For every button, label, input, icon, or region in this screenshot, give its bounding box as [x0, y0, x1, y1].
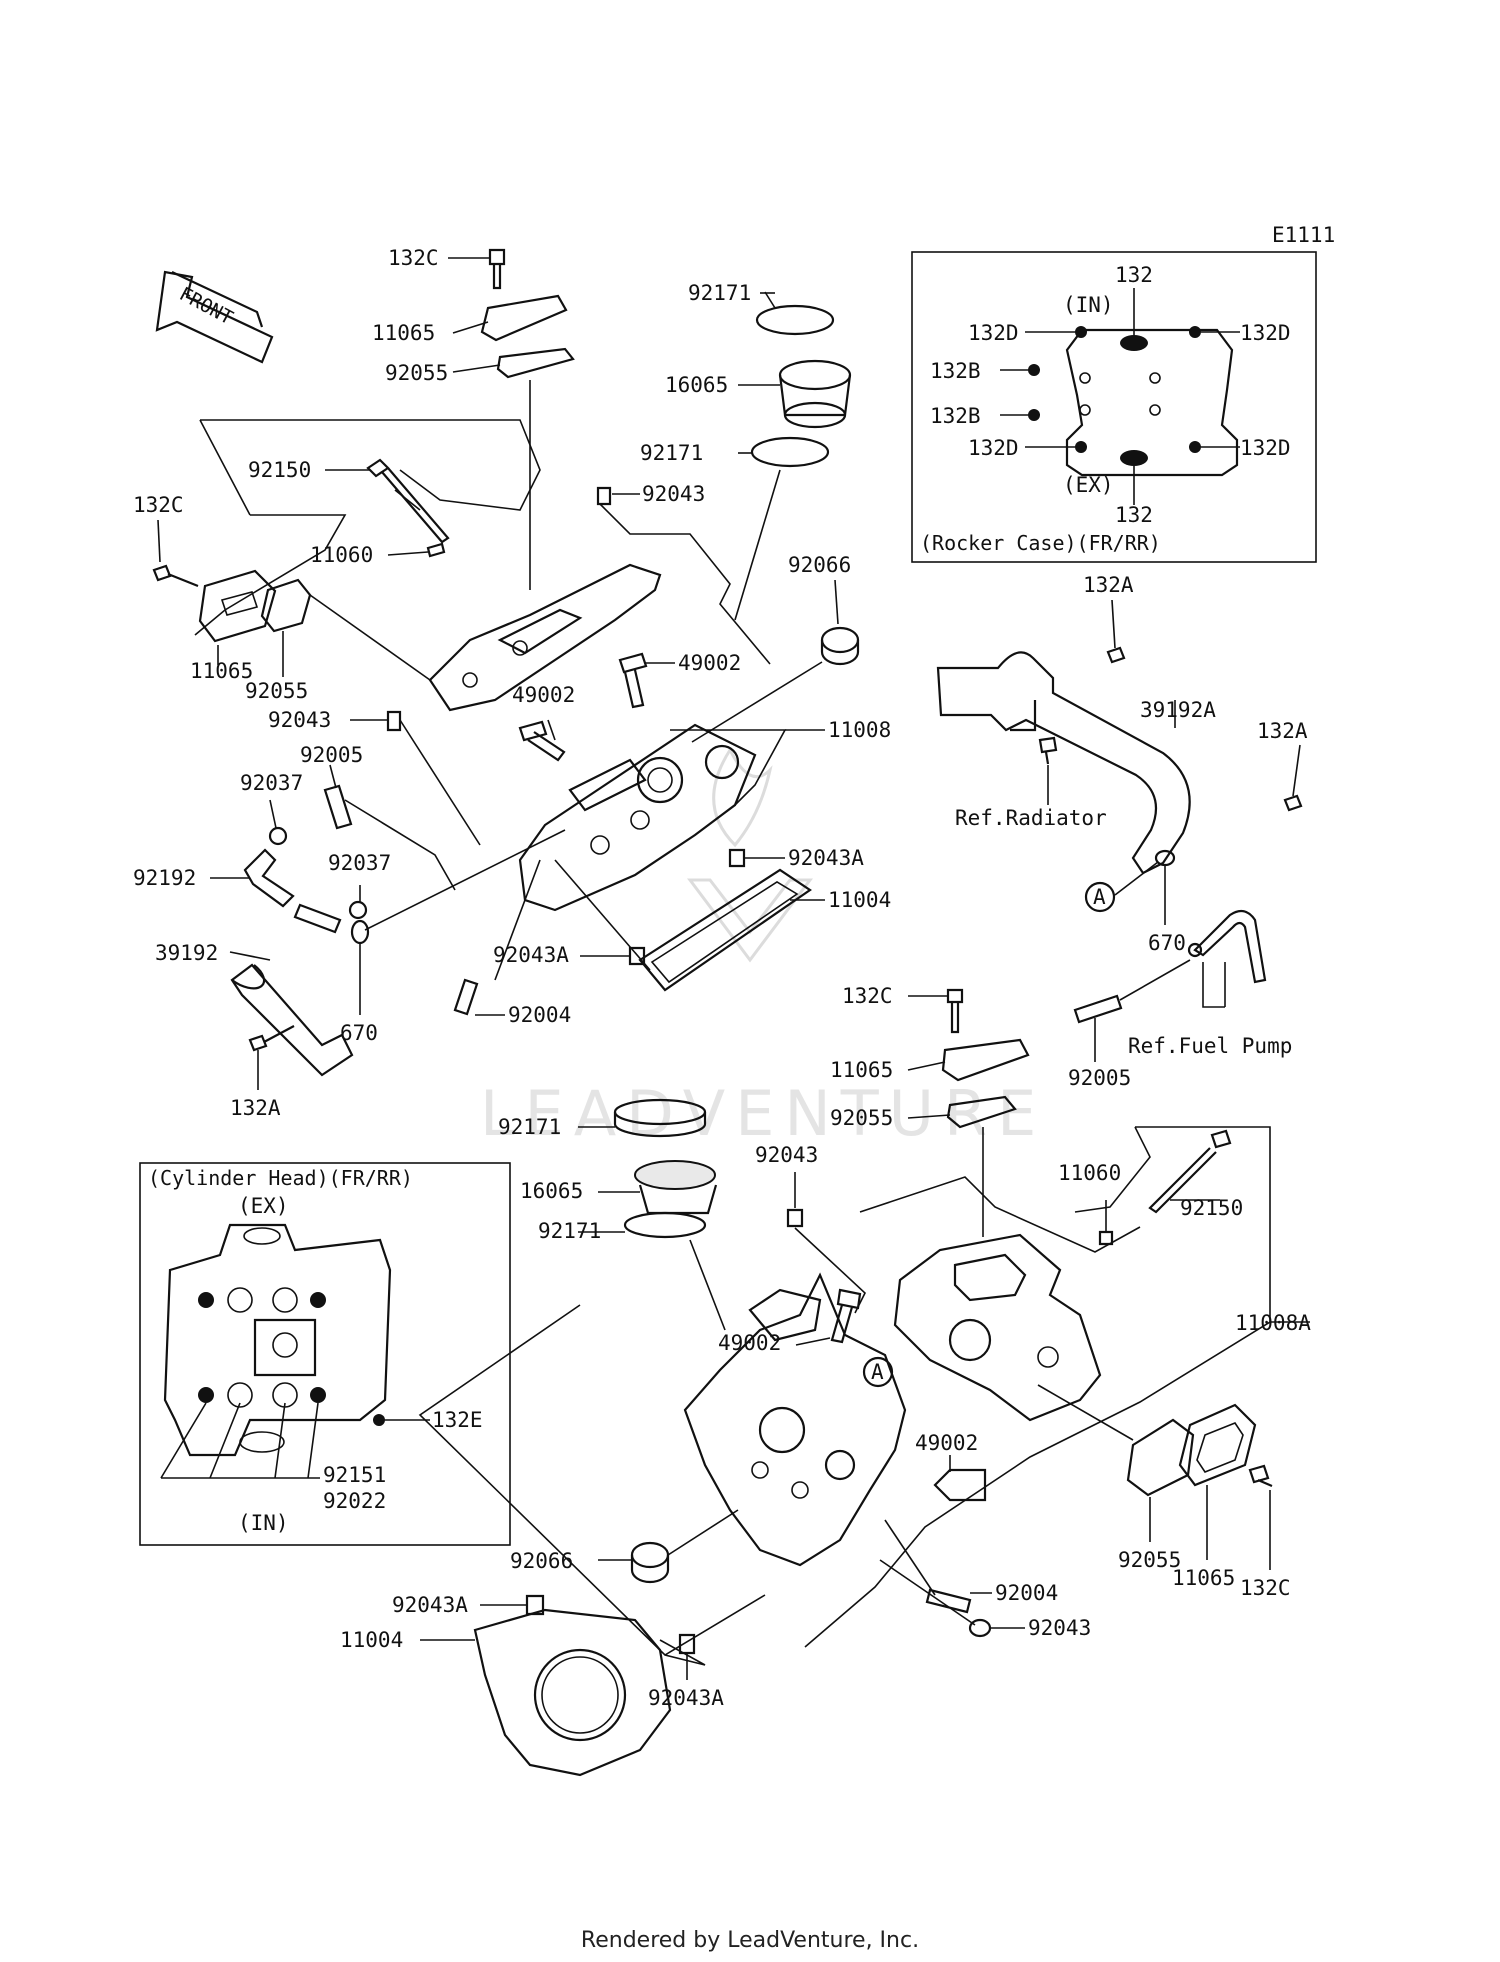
callout-132c-left: 132C — [133, 493, 184, 517]
callout-132c-top: 132C — [388, 246, 439, 270]
rocker-label-132d-2: 132D — [1240, 321, 1291, 345]
water-pipe-parts: 132A 39192A 132A Ref.Radiator A 670 Ref.… — [936, 573, 1308, 1090]
cylinder-head-label-92151: 92151 — [323, 1463, 386, 1487]
callout-92043a-lower-1: 92043A — [392, 1593, 468, 1617]
callout-49002-lower: 49002 — [718, 1331, 781, 1355]
callout-92043-lower-right: 92043 — [1028, 1616, 1091, 1640]
rocker-label-132b-2: 132B — [930, 404, 981, 428]
callout-92004-top: 92004 — [508, 1003, 571, 1027]
callout-92192: 92192 — [133, 866, 196, 890]
callout-92005-right: 92005 — [1068, 1066, 1131, 1090]
watermark-logo: LEADVENTURE — [480, 746, 1046, 1150]
front-arrow-label: FRONT — [176, 283, 237, 329]
callout-92043-lower: 92043 — [755, 1143, 818, 1167]
callout-ref-radiator: Ref.Radiator — [955, 806, 1107, 830]
callout-11065-lower-right: 11065 — [1172, 1566, 1235, 1590]
diagram-code: E1111 — [1272, 223, 1335, 247]
callout-16065-lower: 16065 — [520, 1179, 583, 1203]
rocker-label-132d-3: 132D — [968, 436, 1019, 460]
callout-132c-lower: 132C — [842, 984, 893, 1008]
callout-11004-top: 11004 — [828, 888, 891, 912]
callout-92066-lower: 92066 — [510, 1549, 573, 1573]
callout-92043-top: 92043 — [642, 482, 705, 506]
rocker-case-title: (Rocker Case)(FR/RR) — [920, 531, 1161, 555]
callout-11060-top: 11060 — [310, 543, 373, 567]
callout-92055-lower: 92055 — [830, 1106, 893, 1130]
rocker-label-in: (IN) — [1063, 293, 1114, 317]
callout-92037-right: 92037 — [328, 851, 391, 875]
callout-39192: 39192 — [155, 941, 218, 965]
callout-92171-lower-1: 92171 — [498, 1115, 561, 1139]
callout-11004-lower: 11004 — [340, 1628, 403, 1652]
callout-92150-top: 92150 — [248, 458, 311, 482]
cylinder-head-label-in: (IN) — [238, 1511, 289, 1535]
callout-49002-left: 49002 — [512, 683, 575, 707]
callout-a-lower: A — [871, 1360, 884, 1384]
lower-assembly-parts: 132C 11065 92055 92171 16065 92171 92043… — [340, 984, 1311, 1777]
rocker-case-inset: 132 (IN) 132D 132D 132B 132B 132D 132D (… — [911, 251, 1317, 563]
callout-ref-fuel-pump: Ref.Fuel Pump — [1128, 1034, 1292, 1058]
rocker-label-ex: (EX) — [1063, 473, 1114, 497]
rocker-label-132d-4: 132D — [1240, 436, 1291, 460]
callout-92066-top: 92066 — [788, 553, 851, 577]
callout-670-right: 670 — [1148, 931, 1186, 955]
watermark-text: LEADVENTURE — [480, 1077, 1046, 1150]
footer-credit: Rendered by LeadVenture, Inc. — [580, 1928, 920, 1953]
callout-11008: 11008 — [828, 718, 891, 742]
callout-92043a-left: 92043A — [493, 943, 569, 967]
callout-11008a: 11008A — [1235, 1311, 1311, 1335]
rocker-label-132-top: 132 — [1115, 263, 1153, 287]
callout-670-left: 670 — [340, 1021, 378, 1045]
cylinder-head-label-132e: 132E — [432, 1408, 483, 1432]
callout-16065-top: 16065 — [665, 373, 728, 397]
cylinder-head-title: (Cylinder Head)(FR/RR) — [148, 1166, 413, 1190]
callout-a-right: A — [1093, 885, 1106, 909]
callout-92055-left: 92055 — [245, 679, 308, 703]
cylinder-head-label-ex: (EX) — [238, 1194, 289, 1218]
callout-132a-right: 132A — [1257, 719, 1308, 743]
callout-132a-left: 132A — [230, 1096, 281, 1120]
callout-11060-lower: 11060 — [1058, 1161, 1121, 1185]
callout-92005-top: 92005 — [300, 743, 363, 767]
callout-49002-right: 49002 — [915, 1431, 978, 1455]
callout-11065-lower: 11065 — [830, 1058, 893, 1082]
callout-11065-top: 11065 — [372, 321, 435, 345]
callout-92171-lower-2: 92171 — [538, 1219, 601, 1243]
callout-92043a-lower-2: 92043A — [648, 1686, 724, 1710]
callout-132a-top: 132A — [1083, 573, 1134, 597]
callout-49002-top: 49002 — [678, 651, 741, 675]
callout-92037-left: 92037 — [240, 771, 303, 795]
callout-92055-top: 92055 — [385, 361, 448, 385]
callout-92171-top: 92171 — [688, 281, 751, 305]
callout-92004-lower: 92004 — [995, 1581, 1058, 1605]
callout-92150-lower: 92150 — [1180, 1196, 1243, 1220]
callout-92043-left: 92043 — [268, 708, 331, 732]
reference-a-marker-right — [1084, 881, 1116, 913]
front-arrow-icon: FRONT — [155, 270, 274, 364]
callout-11065-left: 11065 — [190, 659, 253, 683]
callout-92171-mid: 92171 — [640, 441, 703, 465]
rocker-label-132b-1: 132B — [930, 359, 981, 383]
upper-assembly-parts: 132C 11065 92055 92150 132C 11060 11065 … — [133, 246, 891, 1120]
rocker-label-132d-1: 132D — [968, 321, 1019, 345]
rocker-label-132-bottom: 132 — [1115, 503, 1153, 527]
cylinder-head-inset: (Cylinder Head)(FR/RR) (EX) 132E 92151 9… — [139, 1162, 511, 1546]
callout-39192a: 39192A — [1140, 698, 1216, 722]
callout-132c-lower-right: 132C — [1240, 1576, 1291, 1600]
cylinder-head-label-92022: 92022 — [323, 1489, 386, 1513]
callout-92055-lower-right: 92055 — [1118, 1548, 1181, 1572]
callout-92043a-top: 92043A — [788, 846, 864, 870]
